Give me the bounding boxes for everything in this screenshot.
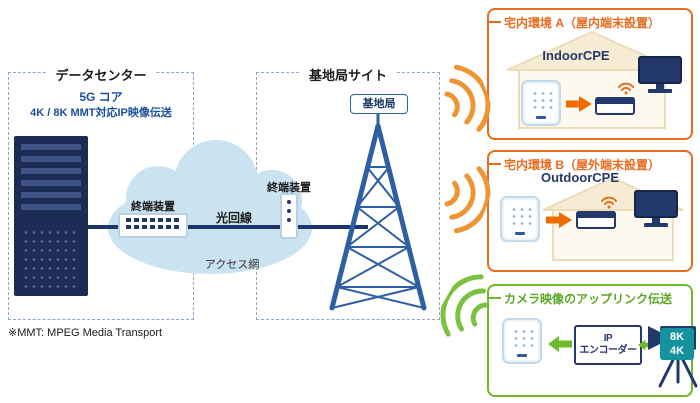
terminal-device-icon — [118, 213, 188, 238]
title-tick — [489, 21, 501, 23]
cpe-led — [515, 232, 525, 235]
rack-port-grid — [22, 228, 80, 288]
base-station-badge: 基地局 — [350, 94, 408, 114]
monitor-icon — [634, 190, 678, 227]
cpe-led — [517, 354, 527, 357]
indoor-cpe-label: IndoorCPE — [542, 48, 610, 63]
device-vent — [126, 218, 180, 222]
wireless-signal-icon — [444, 166, 491, 234]
ip-encoder-box: IP エンコーダー — [574, 325, 642, 365]
rack-slat — [21, 204, 81, 210]
arrow-right-icon — [546, 212, 572, 228]
base-station-title: 基地局サイト — [256, 65, 440, 84]
access-network-label: アクセス網 — [204, 259, 260, 271]
arrow-right-icon — [566, 96, 592, 112]
rack-slat — [21, 180, 81, 186]
wireless-signal-icon — [444, 64, 491, 132]
rack-slat — [21, 144, 81, 150]
monitor-neck — [656, 84, 664, 89]
rack-slat — [21, 156, 81, 162]
title-tick — [489, 297, 501, 299]
home-a-title: 宅内環境 A（屋内端末設置） — [504, 16, 661, 30]
cpe-dot-pattern — [531, 90, 556, 111]
encoder-label-line2: エンコーダー — [579, 345, 638, 356]
monitor-screen — [638, 56, 682, 84]
monitor-base — [648, 89, 672, 93]
mmt-footnote: ※MMT: MPEG Media Transport — [8, 327, 163, 339]
home-b-title: 宅内環境 B（屋外端末設置） — [504, 158, 661, 172]
device-led — [287, 200, 291, 204]
wifi-signal-icon — [601, 196, 617, 209]
core-caption-line2: 4K / 8K MMT対応IP映像伝送 — [30, 107, 172, 119]
rack-slat — [21, 168, 81, 174]
arrow-left-icon — [638, 339, 654, 351]
wifi-signal-icon — [618, 82, 634, 95]
cpe-dot-pattern — [512, 328, 537, 349]
monitor-icon — [638, 56, 682, 93]
datacenter-title: データセンター — [8, 65, 194, 84]
cpe-device-icon — [500, 196, 540, 242]
badge-line2: 4K — [669, 345, 685, 357]
datacenter-terminal-label: 終端装置 — [131, 201, 175, 213]
monitor-base — [644, 223, 668, 227]
title-tick — [489, 163, 501, 165]
server-rack-icon — [14, 136, 88, 296]
outdoor-cpe-label: OutdoorCPE — [541, 170, 619, 185]
rack-slat — [21, 192, 81, 198]
monitor-neck — [652, 218, 660, 223]
core-caption-line1: 5G コア — [79, 90, 123, 104]
radio-tower-icon — [329, 112, 427, 311]
terminal-device-icon — [280, 193, 298, 239]
arrow-left-icon — [548, 336, 572, 352]
cpe-led — [536, 116, 546, 119]
device-vent — [126, 225, 180, 229]
camera-uplink-title: カメラ映像のアップリンク伝送 — [504, 292, 673, 306]
resolution-badge: 8K 4K — [660, 328, 694, 360]
uplink-signal-icon — [440, 274, 489, 337]
cpe-device-icon — [521, 80, 561, 126]
optical-line-label: 光回線 — [215, 211, 252, 225]
router-top — [595, 97, 635, 104]
wifi-router-icon — [595, 97, 635, 115]
badge-line1: 8K — [669, 331, 685, 343]
encoder-label-line1: IP — [603, 332, 613, 344]
wifi-router-icon — [576, 211, 616, 229]
device-led — [287, 218, 291, 222]
base-station-terminal-label: 終端装置 — [267, 182, 311, 194]
cpe-dot-pattern — [510, 206, 535, 227]
device-led — [287, 209, 291, 213]
monitor-screen — [634, 190, 678, 218]
fiber-connection-line — [86, 225, 368, 229]
cpe-device-icon — [502, 318, 542, 364]
router-top — [576, 211, 616, 218]
